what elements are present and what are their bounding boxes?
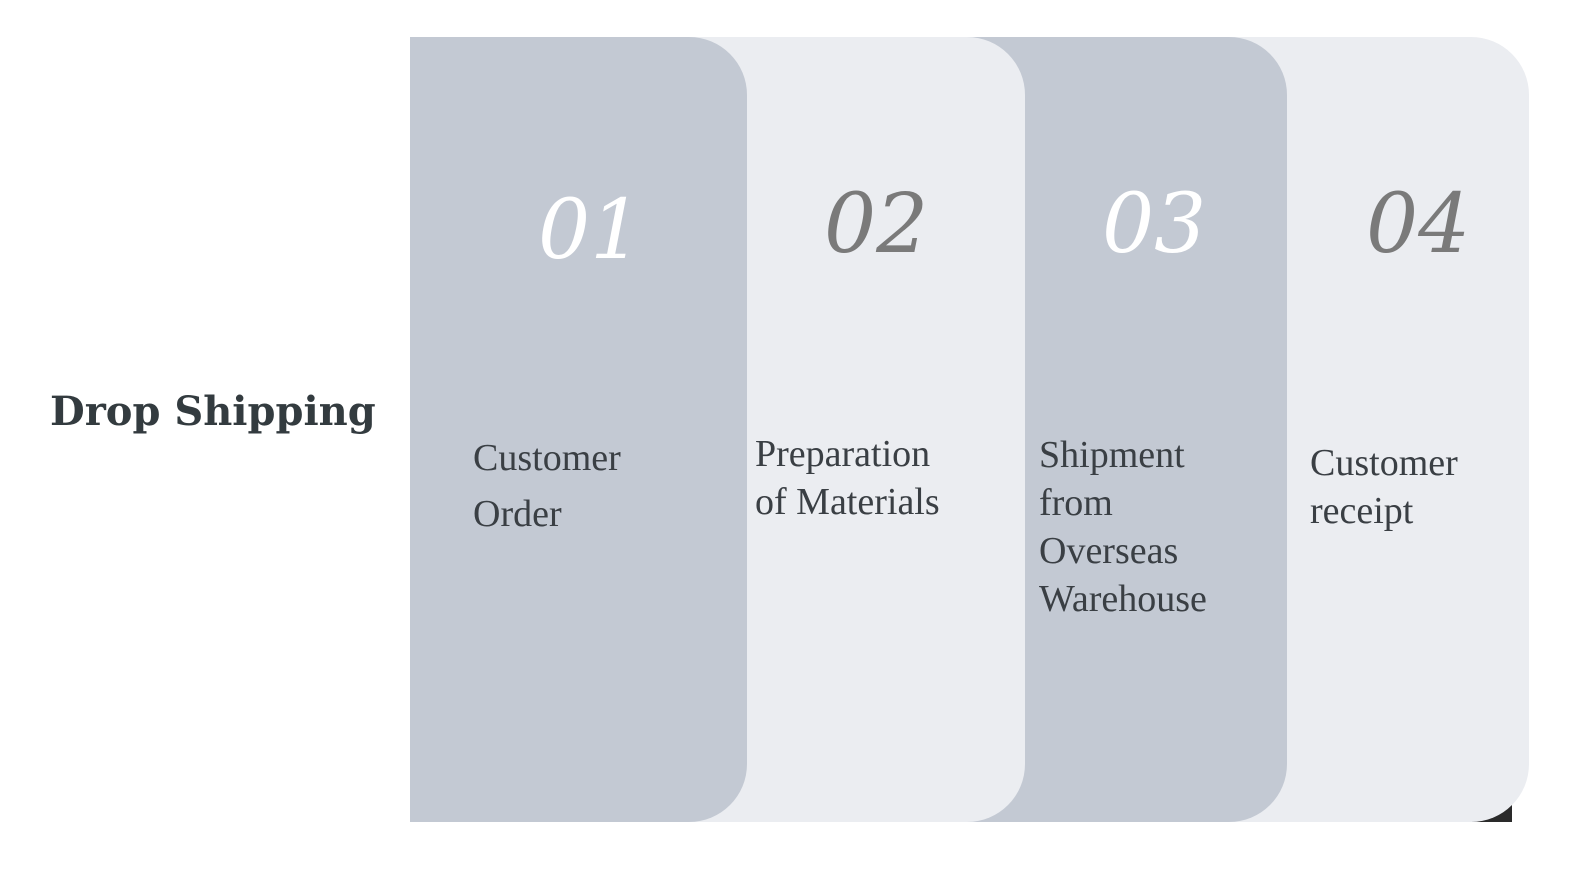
step-number-1: 01	[538, 183, 643, 278]
diagram-title: Drop Shipping	[50, 388, 376, 435]
step-number-2: 02	[824, 177, 929, 272]
step-label-4: Customer receipt	[1310, 442, 1458, 532]
step-label-3: Shipment from Overseas Warehouse	[1039, 434, 1207, 620]
step-panel-1	[410, 37, 747, 822]
step-label-1: Customer Order	[473, 437, 621, 535]
step-label-2: Preparation of Materials	[755, 433, 940, 523]
step-number-4: 04	[1366, 177, 1471, 272]
step-number-3: 03	[1102, 177, 1207, 272]
